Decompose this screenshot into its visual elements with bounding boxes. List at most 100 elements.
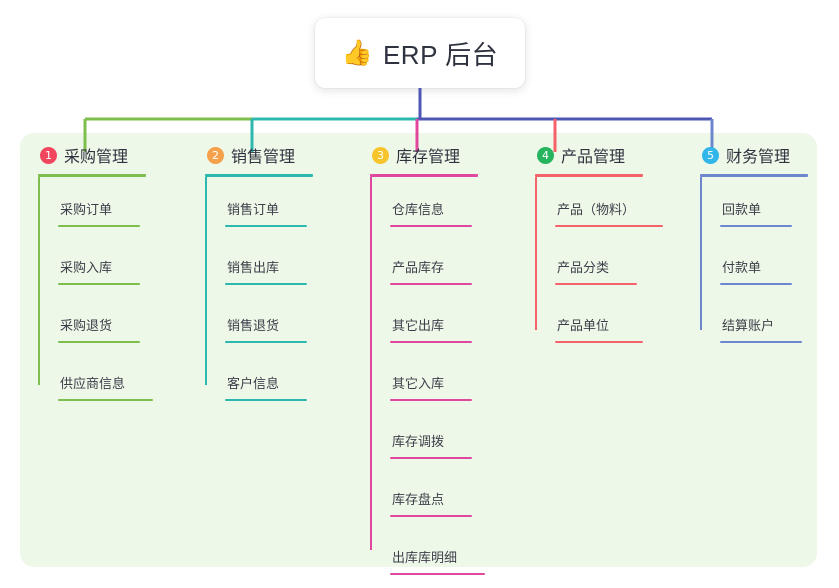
leaf-list: 回款单付款单结算账户 <box>700 177 808 343</box>
leaf-item-underline <box>390 573 485 575</box>
column-title: 财务管理 <box>726 149 791 166</box>
leaf-item-label: 采购退货 <box>60 318 113 333</box>
leaf-item-label: 采购入库 <box>60 260 113 275</box>
leaf-item[interactable]: 其它出库 <box>370 285 485 343</box>
leaf-item[interactable]: 付款单 <box>700 227 808 285</box>
leaf-item[interactable]: 出库库明细 <box>370 517 485 575</box>
column-index-badge: 3 <box>372 146 389 164</box>
leaf-item-label: 其它入库 <box>392 376 445 391</box>
thumbs-up-icon: 👍 <box>341 38 373 67</box>
leaf-item[interactable]: 产品库存 <box>370 227 485 285</box>
leaf-item-underline <box>390 225 472 227</box>
leaf-item-label: 结算账户 <box>722 318 775 333</box>
leaf-item[interactable]: 采购订单 <box>38 177 153 227</box>
leaf-item[interactable]: 产品（物料） <box>535 177 663 227</box>
root-node-title: ERP 后台 <box>382 39 499 70</box>
leaf-list: 销售订单销售出库销售退货客户信息 <box>205 177 313 401</box>
leaf-spine-line <box>370 177 372 550</box>
leaf-item-label: 其它出库 <box>392 318 445 333</box>
leaf-item[interactable]: 供应商信息 <box>38 343 153 401</box>
column-header-2[interactable]: 2 销售管理 <box>205 143 313 167</box>
leaf-item-label: 付款单 <box>722 260 762 275</box>
column-header-5[interactable]: 5 财务管理 <box>700 143 808 167</box>
leaf-item-underline <box>555 283 637 285</box>
leaf-item-label: 库存盘点 <box>392 492 445 507</box>
leaf-item-label: 销售退货 <box>227 318 280 333</box>
leaf-item-underline <box>225 225 307 227</box>
leaf-list: 采购订单采购入库采购退货供应商信息 <box>38 177 153 401</box>
leaf-item-label: 客户信息 <box>227 376 280 391</box>
root-node-card[interactable]: 👍 ERP 后台 <box>315 18 525 88</box>
column-index-badge: 4 <box>537 146 554 164</box>
leaf-item-label: 产品分类 <box>557 260 610 275</box>
leaf-item-label: 回款单 <box>722 202 762 217</box>
column-header-underline <box>205 174 313 177</box>
column-header-underline <box>370 174 478 177</box>
leaf-item-underline <box>390 457 472 459</box>
column-title: 库存管理 <box>396 149 461 166</box>
leaf-item-underline <box>390 515 472 517</box>
leaf-item-underline <box>58 341 140 343</box>
leaf-item-underline <box>720 283 792 285</box>
leaf-item[interactable]: 其它入库 <box>370 343 485 401</box>
leaf-item-underline <box>225 399 307 401</box>
leaf-item[interactable]: 产品单位 <box>535 285 663 343</box>
leaf-item-label: 库存调拨 <box>392 434 445 449</box>
leaf-item[interactable]: 库存调拨 <box>370 401 485 459</box>
leaf-item-underline <box>720 341 802 343</box>
leaf-item[interactable]: 客户信息 <box>205 343 313 401</box>
leaf-spine-line <box>205 177 207 385</box>
leaf-item[interactable]: 销售订单 <box>205 177 313 227</box>
leaf-item[interactable]: 仓库信息 <box>370 177 485 227</box>
column-index-badge: 2 <box>207 146 224 164</box>
diagram-panel-background <box>20 133 817 567</box>
column-header-underline <box>535 174 643 177</box>
leaf-item-label: 采购订单 <box>60 202 113 217</box>
leaf-item[interactable]: 库存盘点 <box>370 459 485 517</box>
leaf-item[interactable]: 结算账户 <box>700 285 808 343</box>
leaf-item-label: 出库库明细 <box>392 550 458 565</box>
leaf-item-label: 产品库存 <box>392 260 445 275</box>
leaf-spine-line <box>535 177 537 330</box>
column-header-1[interactable]: 1 采购管理 <box>38 143 153 167</box>
leaf-list: 仓库信息产品库存其它出库其它入库库存调拨库存盘点出库库明细 <box>370 177 485 575</box>
leaf-item-label: 销售出库 <box>227 260 280 275</box>
leaf-item[interactable]: 产品分类 <box>535 227 663 285</box>
leaf-item-underline <box>390 399 472 401</box>
leaf-item[interactable]: 销售出库 <box>205 227 313 285</box>
leaf-item-underline <box>555 341 643 343</box>
column-5: 5 财务管理回款单付款单结算账户 <box>700 143 808 343</box>
column-title: 销售管理 <box>231 149 296 166</box>
leaf-item[interactable]: 销售退货 <box>205 285 313 343</box>
column-index-badge: 5 <box>702 146 719 164</box>
leaf-item-label: 产品（物料） <box>557 202 636 217</box>
leaf-spine-line <box>700 177 702 330</box>
leaf-item-underline <box>555 225 663 227</box>
leaf-item[interactable]: 回款单 <box>700 177 808 227</box>
leaf-item-label: 销售订单 <box>227 202 280 217</box>
leaf-spine-line <box>38 177 40 385</box>
column-title: 采购管理 <box>64 149 129 166</box>
column-header-underline <box>700 174 808 177</box>
leaf-item[interactable]: 采购入库 <box>38 227 153 285</box>
column-4: 4 产品管理产品（物料） 产品分类产品单位 <box>535 143 663 343</box>
leaf-item-underline <box>225 341 307 343</box>
column-header-3[interactable]: 3 库存管理 <box>370 143 485 167</box>
leaf-item-label: 产品单位 <box>557 318 610 333</box>
column-index-badge: 1 <box>40 146 57 164</box>
column-title: 产品管理 <box>561 149 626 166</box>
leaf-item-underline <box>720 225 792 227</box>
leaf-item-underline <box>58 225 140 227</box>
column-header-underline <box>38 174 146 177</box>
leaf-item-underline <box>58 399 153 401</box>
leaf-item-underline <box>225 283 307 285</box>
leaf-list: 产品（物料） 产品分类产品单位 <box>535 177 663 343</box>
leaf-item-underline <box>390 341 472 343</box>
column-header-4[interactable]: 4 产品管理 <box>535 143 663 167</box>
column-2: 2 销售管理销售订单销售出库销售退货客户信息 <box>205 143 313 401</box>
leaf-item-underline <box>390 283 472 285</box>
leaf-item-label: 供应商信息 <box>60 376 126 391</box>
column-1: 1 采购管理采购订单采购入库采购退货供应商信息 <box>38 143 153 401</box>
leaf-item[interactable]: 采购退货 <box>38 285 153 343</box>
leaf-item-underline <box>58 283 140 285</box>
